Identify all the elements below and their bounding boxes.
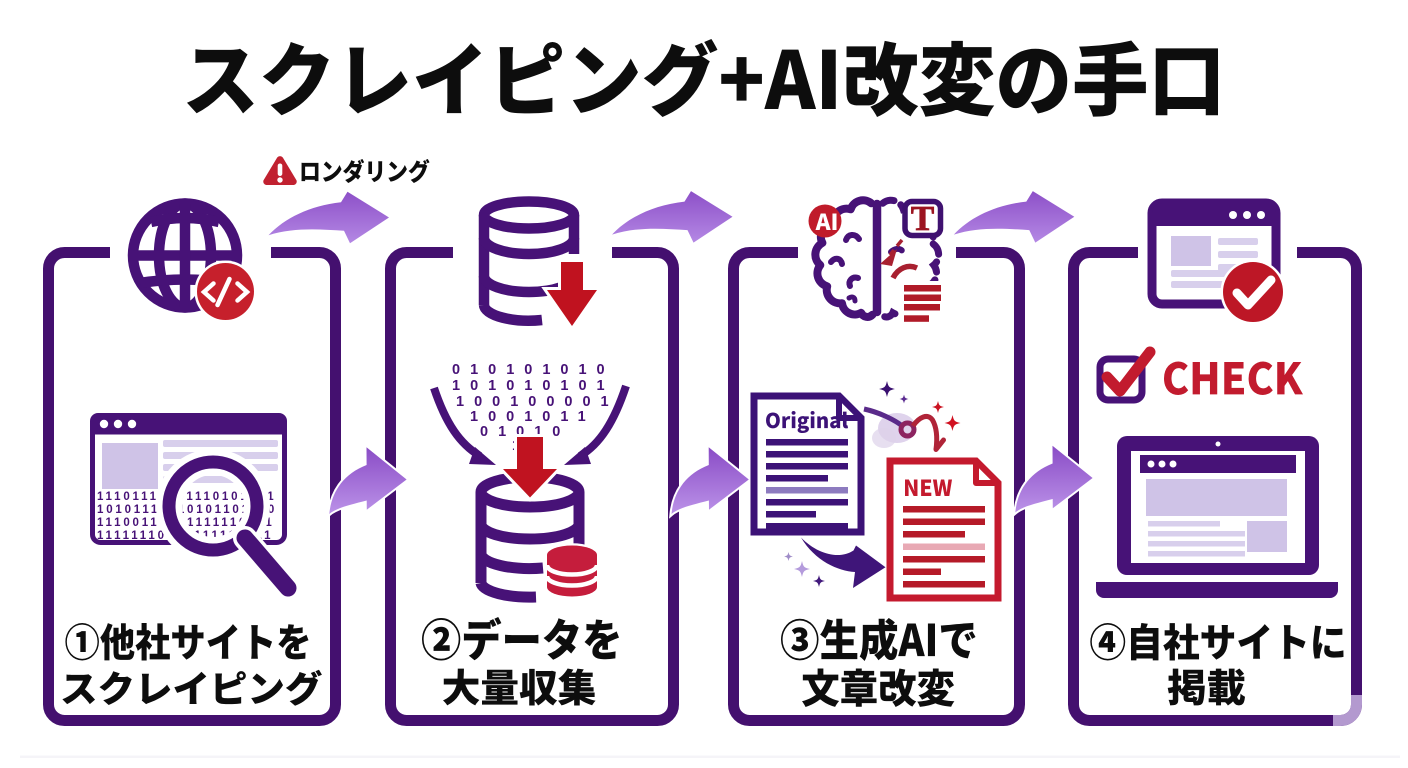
svg-text:11101110101110101011: 11101110101110101011 (97, 491, 276, 503)
svg-text:1001011: 1001011 (470, 409, 596, 425)
svg-text:101010101: 101010101 (452, 378, 615, 394)
svg-text:100100001: 100100001 (456, 394, 619, 410)
svg-text:10101110110101101110: 10101110110101101110 (97, 504, 277, 516)
svg-text:T: T (911, 199, 934, 238)
svg-text:010101010: 010101010 (452, 362, 615, 378)
